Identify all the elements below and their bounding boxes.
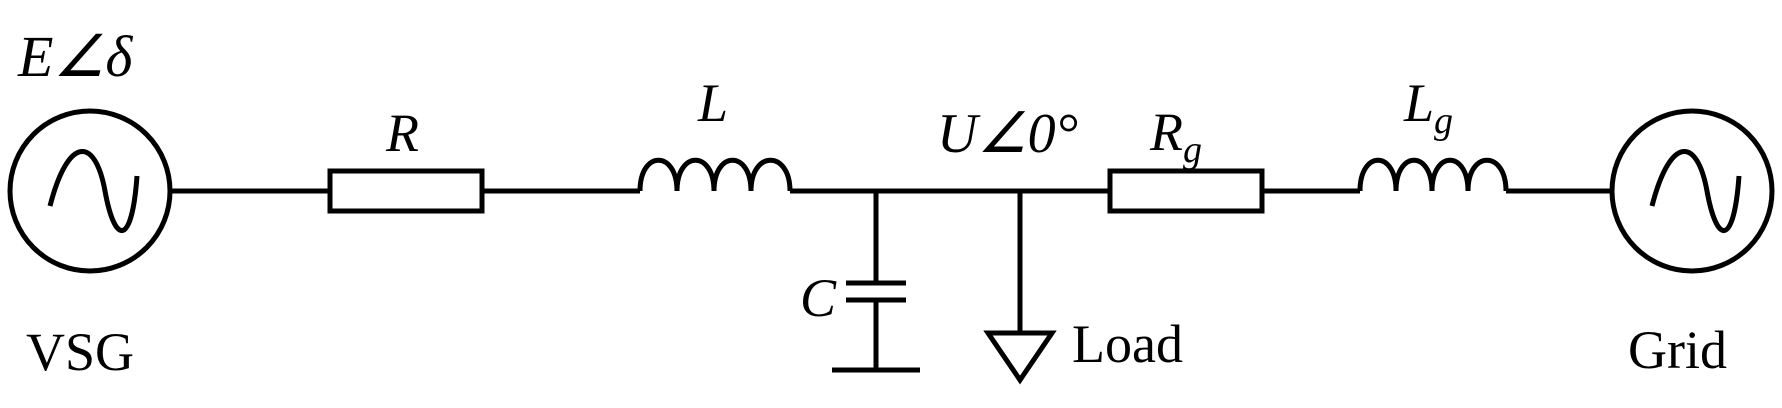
resistor-r-label: R: [385, 103, 419, 163]
pcc-voltage-label: U∠0°: [937, 103, 1078, 165]
grid-label: Grid: [1628, 320, 1727, 380]
grid-source-icon: [1609, 108, 1775, 274]
inductor-lg-label: Lg: [1403, 73, 1453, 142]
resistor-rg-label-sub: g: [1183, 129, 1202, 171]
inductor-lg: [1357, 158, 1509, 192]
resistor-r: [327, 168, 485, 214]
load-label: Load: [1072, 314, 1183, 374]
resistor-rg-label: Rg: [1149, 102, 1202, 171]
resistor-rg-label-base: R: [1149, 102, 1183, 162]
vsg-source-icon: [7, 108, 173, 274]
inductor-l-label: L: [697, 73, 728, 133]
load-icon: [983, 191, 1057, 385]
capacitor-c: [832, 191, 920, 373]
capacitor-c-label: C: [800, 268, 837, 328]
inductor-lg-label-base: L: [1403, 73, 1434, 133]
vsg-label: VSG: [26, 322, 134, 382]
resistor-rg: [1107, 168, 1265, 214]
inductor-l: [637, 158, 793, 192]
inductor-lg-label-sub: g: [1434, 100, 1453, 142]
vsg-voltage-label: E∠δ: [17, 24, 133, 89]
